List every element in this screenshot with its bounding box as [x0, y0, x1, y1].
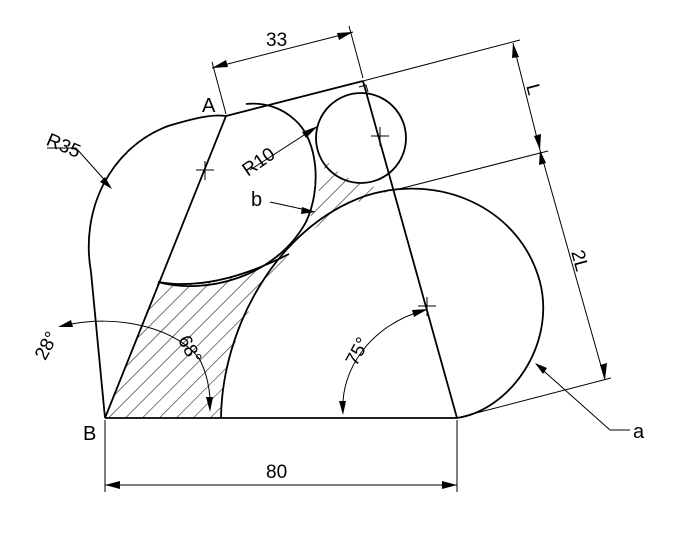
inner-arc-lower [157, 253, 290, 285]
point-label-A: A [202, 95, 216, 117]
hatched-region-lower [105, 254, 289, 418]
dim-label-33: 33 [266, 30, 287, 51]
dim-80 [104, 420, 458, 492]
right-slant-line [362, 80, 458, 419]
leader-a [535, 363, 630, 431]
dim-label-L: L [521, 82, 544, 98]
leader-r10 [249, 125, 319, 171]
point-label-a: a [633, 421, 645, 443]
point-label-B: B [83, 423, 96, 445]
arc-r35 [87, 114, 227, 273]
circle-left-arc [157, 102, 317, 288]
dim-33 [211, 25, 364, 115]
circle-right-arc [220, 187, 545, 419]
angle-28-mark [58, 320, 213, 412]
circle-small [315, 92, 407, 184]
dim-L-2L [362, 39, 612, 419]
dim-label-2L: 2L [566, 248, 592, 274]
dim-label-r35: R35 [43, 130, 83, 163]
angle-label-28: 28° [31, 328, 63, 363]
dim-label-r10: R10 [239, 144, 280, 181]
top-line [225, 80, 364, 117]
right-angle-mark [358, 84, 369, 93]
leader-r35 [47, 147, 112, 189]
dim-label-80: 80 [266, 462, 287, 483]
center-mark-right [418, 297, 436, 316]
center-mark-top [371, 127, 389, 146]
angle-75-mark [339, 309, 428, 415]
center-mark-left [196, 161, 214, 180]
leader-b [269, 201, 316, 214]
outer-left-line [90, 271, 106, 419]
point-label-b: b [251, 189, 262, 211]
left-slant-line [104, 115, 227, 419]
angle-label-75: 75° [342, 334, 374, 369]
